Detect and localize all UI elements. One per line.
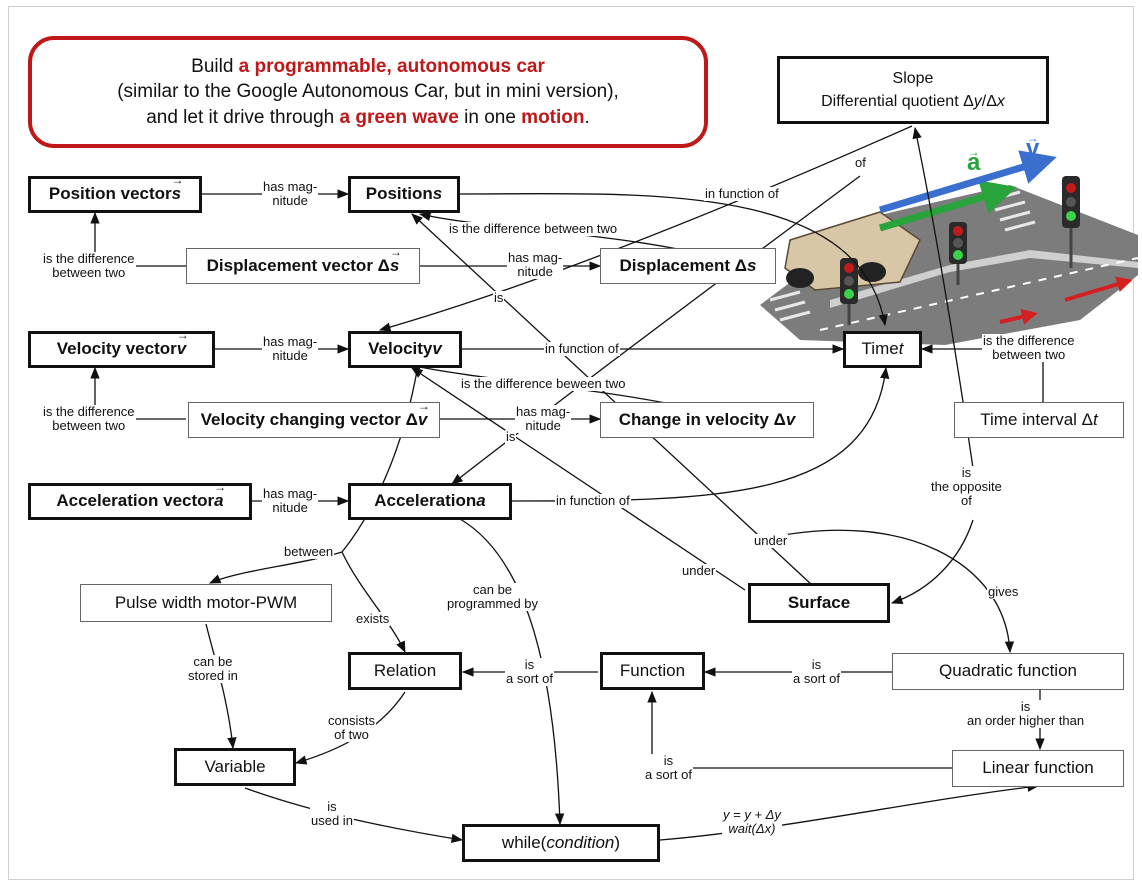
- traffic-light-icon: [840, 258, 858, 325]
- node-function: Function: [600, 652, 705, 690]
- node-time: Time t: [843, 331, 922, 368]
- label-has-magnitude: has mag-nitude: [507, 250, 564, 279]
- label-in-function-of: in function of: [544, 341, 620, 356]
- node-linear-function: Linear function: [952, 750, 1124, 787]
- node-while-condition: while(condition): [462, 824, 660, 862]
- node-position-vector: Position vector s: [28, 174, 202, 213]
- label-between: between: [283, 544, 335, 559]
- banner-highlight-car: a programmable, autonomous car: [238, 55, 545, 77]
- label-in-function-of: in function of: [555, 493, 631, 508]
- label-is-difference-position: is the difference between two: [448, 221, 619, 236]
- node-surface: Surface: [748, 583, 890, 623]
- node-acceleration: Acceleration a: [348, 483, 512, 520]
- label-under: under: [681, 563, 717, 578]
- acceleration-vector-symbol: a: [966, 139, 981, 176]
- banner-highlight-motion: motion: [521, 106, 585, 128]
- node-variable: Variable: [174, 748, 296, 786]
- node-acceleration-vector: Acceleration vector a: [28, 481, 252, 520]
- node-velocity-vector: Velocity vector v: [28, 329, 215, 368]
- label-has-magnitude: has mag-nitude: [262, 334, 319, 363]
- traffic-light-icon: [949, 222, 967, 285]
- velocity-vector-symbol: v: [1025, 125, 1040, 162]
- traffic-light-icon: [1062, 176, 1080, 268]
- label-is: is: [493, 290, 505, 305]
- node-pwm: Pulse width motor-PWM: [80, 584, 332, 622]
- label-in-function-of: in function of: [704, 186, 780, 201]
- diagram-frame: [8, 6, 1134, 880]
- label-has-magnitude: has mag-nitude: [515, 404, 572, 433]
- label-gives: gives: [987, 584, 1020, 599]
- node-slope: Slope Differential quotient Δy/Δx: [777, 56, 1049, 124]
- label-of: of: [854, 155, 867, 170]
- label-has-magnitude: has mag-nitude: [262, 179, 319, 208]
- banner-highlight-green-wave: a green wave: [339, 106, 459, 128]
- node-relation: Relation: [348, 652, 462, 690]
- node-position: Position s: [348, 176, 460, 213]
- label-under: under: [753, 533, 789, 548]
- car-illustration: [760, 150, 1139, 345]
- label-is: is: [505, 429, 517, 444]
- node-quadratic-function: Quadratic function: [892, 653, 1124, 690]
- label-is-difference-velocity: is the difference beween two: [460, 376, 627, 391]
- node-velocity: Velocity v: [348, 331, 462, 368]
- label-exists: exists: [355, 611, 391, 626]
- banner-line-2: (similar to the Google Autonomous Car, b…: [117, 81, 619, 103]
- label-has-magnitude: has mag-nitude: [262, 486, 319, 515]
- goal-banner: Build a programmable, autonomous car (si…: [28, 36, 708, 148]
